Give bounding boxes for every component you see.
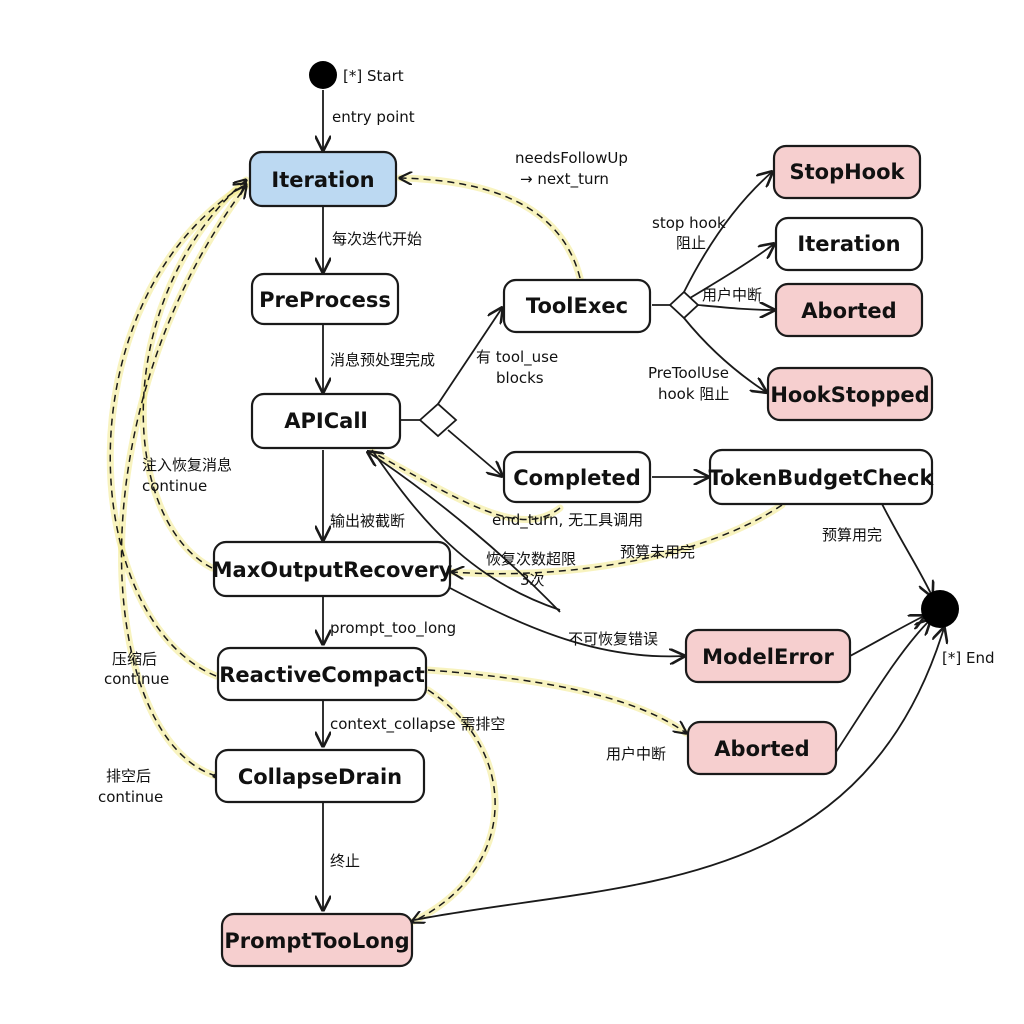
start-node bbox=[309, 61, 337, 89]
state-toolexec-label: ToolExec bbox=[526, 294, 628, 318]
state-token-budget-check-label: TokenBudgetCheck bbox=[709, 466, 935, 490]
label-preprocess-done: 消息预处理完成 bbox=[330, 351, 435, 369]
label-budget-used-up: 预算用完 bbox=[822, 526, 882, 544]
end-node bbox=[921, 590, 959, 628]
state-aborted-top: Aborted bbox=[774, 282, 924, 338]
label-after-drain-1: 排空后 bbox=[106, 767, 151, 785]
state-aborted-bottom: Aborted bbox=[686, 720, 838, 776]
label-after-drain-2: continue bbox=[98, 788, 163, 806]
state-reactive-compact: ReactiveCompact bbox=[216, 646, 428, 702]
state-hook-stopped-label: HookStopped bbox=[770, 383, 929, 407]
state-iteration: Iteration bbox=[248, 150, 398, 208]
edge-toolexec-iteration-followup bbox=[400, 178, 581, 279]
edge-apicall-down bbox=[371, 449, 561, 611]
state-aborted-top-label: Aborted bbox=[801, 299, 896, 323]
edge-prompttoolong-end bbox=[413, 628, 944, 921]
label-end-turn: end_turn, 无工具调用 bbox=[492, 511, 643, 530]
edge-reactivecompact-iteration bbox=[109, 184, 246, 677]
edge-maxoutput-modelerror bbox=[449, 587, 684, 656]
state-apicall-label: APICall bbox=[284, 409, 367, 433]
state-preprocess: PreProcess bbox=[250, 272, 400, 326]
edge-labels: entry point 每次迭代开始 消息预处理完成 有 tool_use bl… bbox=[98, 108, 882, 870]
state-model-error-label: ModelError bbox=[702, 645, 834, 669]
end-label: [*] End bbox=[942, 649, 994, 667]
dashed-edges bbox=[109, 178, 783, 922]
state-iteration-label: Iteration bbox=[271, 168, 374, 192]
state-prompt-too-long: PromptTooLong bbox=[220, 912, 414, 968]
state-model-error: ModelError bbox=[684, 628, 852, 684]
label-recovery-limit-2: 3次 bbox=[520, 571, 545, 589]
label-prompt-too-long: prompt_too_long bbox=[330, 619, 456, 638]
edge-toolexec-hookstopped bbox=[683, 317, 766, 392]
edge-toolexec-stophook bbox=[683, 172, 772, 293]
label-after-compact-2: continue bbox=[104, 670, 169, 688]
edge-collapsedrain-iteration bbox=[120, 186, 247, 777]
label-budget-not-used-up: 预算未用完 bbox=[620, 543, 695, 561]
edge-reactivecompact-aborted bbox=[427, 669, 686, 733]
edge-toolexec-aborted bbox=[697, 305, 774, 310]
choice-diamond-apicall bbox=[418, 402, 458, 438]
edge-maxoutput-iteration bbox=[142, 180, 246, 569]
edge-budget-end bbox=[879, 499, 932, 596]
label-has-tool-use-1: 有 tool_use bbox=[476, 348, 558, 367]
label-recovery-limit-1: 恢复次数超限 bbox=[486, 550, 576, 568]
state-preprocess-label: PreProcess bbox=[259, 288, 391, 312]
state-iteration-right-label: Iteration bbox=[797, 232, 900, 256]
label-terminate: 终止 bbox=[330, 852, 360, 870]
state-apicall: APICall bbox=[250, 392, 402, 450]
label-needs-follow-up-2: → next_turn bbox=[520, 170, 609, 189]
label-each-iteration-start: 每次迭代开始 bbox=[332, 230, 422, 248]
edge-budget-maxoutput bbox=[452, 504, 783, 574]
label-pretooluse-1: PreToolUse bbox=[648, 364, 729, 382]
edge-choice-completed bbox=[447, 429, 502, 476]
edge-reactivecompact-prompttoolong bbox=[412, 689, 496, 922]
state-collapse-drain: CollapseDrain bbox=[214, 748, 426, 804]
edge-aborted-end bbox=[835, 620, 930, 753]
state-max-output-recovery: MaxOutputRecovery bbox=[212, 540, 453, 598]
label-unrecoverable-error: 不可恢复错误 bbox=[568, 630, 658, 648]
label-user-interrupt-top: 用户中断 bbox=[702, 286, 762, 304]
edge-toolexec-iteration-right bbox=[689, 244, 774, 299]
state-reactive-compact-label: ReactiveCompact bbox=[219, 663, 425, 687]
label-needs-follow-up-1: needsFollowUp bbox=[515, 149, 628, 167]
label-stop-hook-1: stop hook bbox=[652, 214, 726, 232]
solid-edges bbox=[323, 90, 944, 921]
edge-modelerror-end bbox=[849, 616, 924, 657]
edge-completed-apicall bbox=[371, 451, 561, 521]
label-entry-point: entry point bbox=[332, 108, 415, 126]
state-completed: Completed bbox=[502, 450, 652, 504]
start-label: [*] Start bbox=[343, 67, 404, 85]
state-max-output-recovery-label: MaxOutputRecovery bbox=[212, 558, 453, 582]
label-stop-hook-2: 阻止 bbox=[676, 234, 706, 252]
label-pretooluse-2: hook 阻止 bbox=[658, 385, 729, 403]
edge-recovery-limit bbox=[368, 452, 561, 613]
label-output-truncated: 输出被截断 bbox=[330, 512, 405, 530]
label-context-collapse: context_collapse 需排空 bbox=[330, 715, 505, 734]
label-has-tool-use-2: blocks bbox=[496, 369, 544, 387]
label-inject-recovery-2: continue bbox=[142, 477, 207, 495]
state-token-budget-check: TokenBudgetCheck bbox=[709, 448, 935, 506]
state-toolexec: ToolExec bbox=[502, 278, 652, 334]
state-aborted-bottom-label: Aborted bbox=[714, 737, 809, 761]
state-collapse-drain-label: CollapseDrain bbox=[238, 765, 402, 789]
state-iteration-right: Iteration bbox=[774, 216, 924, 272]
state-completed-label: Completed bbox=[513, 466, 641, 490]
edge-choice-toolexec bbox=[437, 308, 502, 405]
state-stop-hook: StopHook bbox=[772, 144, 922, 200]
state-prompt-too-long-label: PromptTooLong bbox=[224, 929, 409, 953]
label-after-compact-1: 压缩后 bbox=[112, 650, 157, 668]
label-user-interrupt-bottom: 用户中断 bbox=[606, 745, 666, 763]
label-inject-recovery-1: 注入恢复消息 bbox=[142, 456, 232, 474]
state-stop-hook-label: StopHook bbox=[789, 160, 905, 184]
state-hook-stopped: HookStopped bbox=[766, 366, 934, 422]
